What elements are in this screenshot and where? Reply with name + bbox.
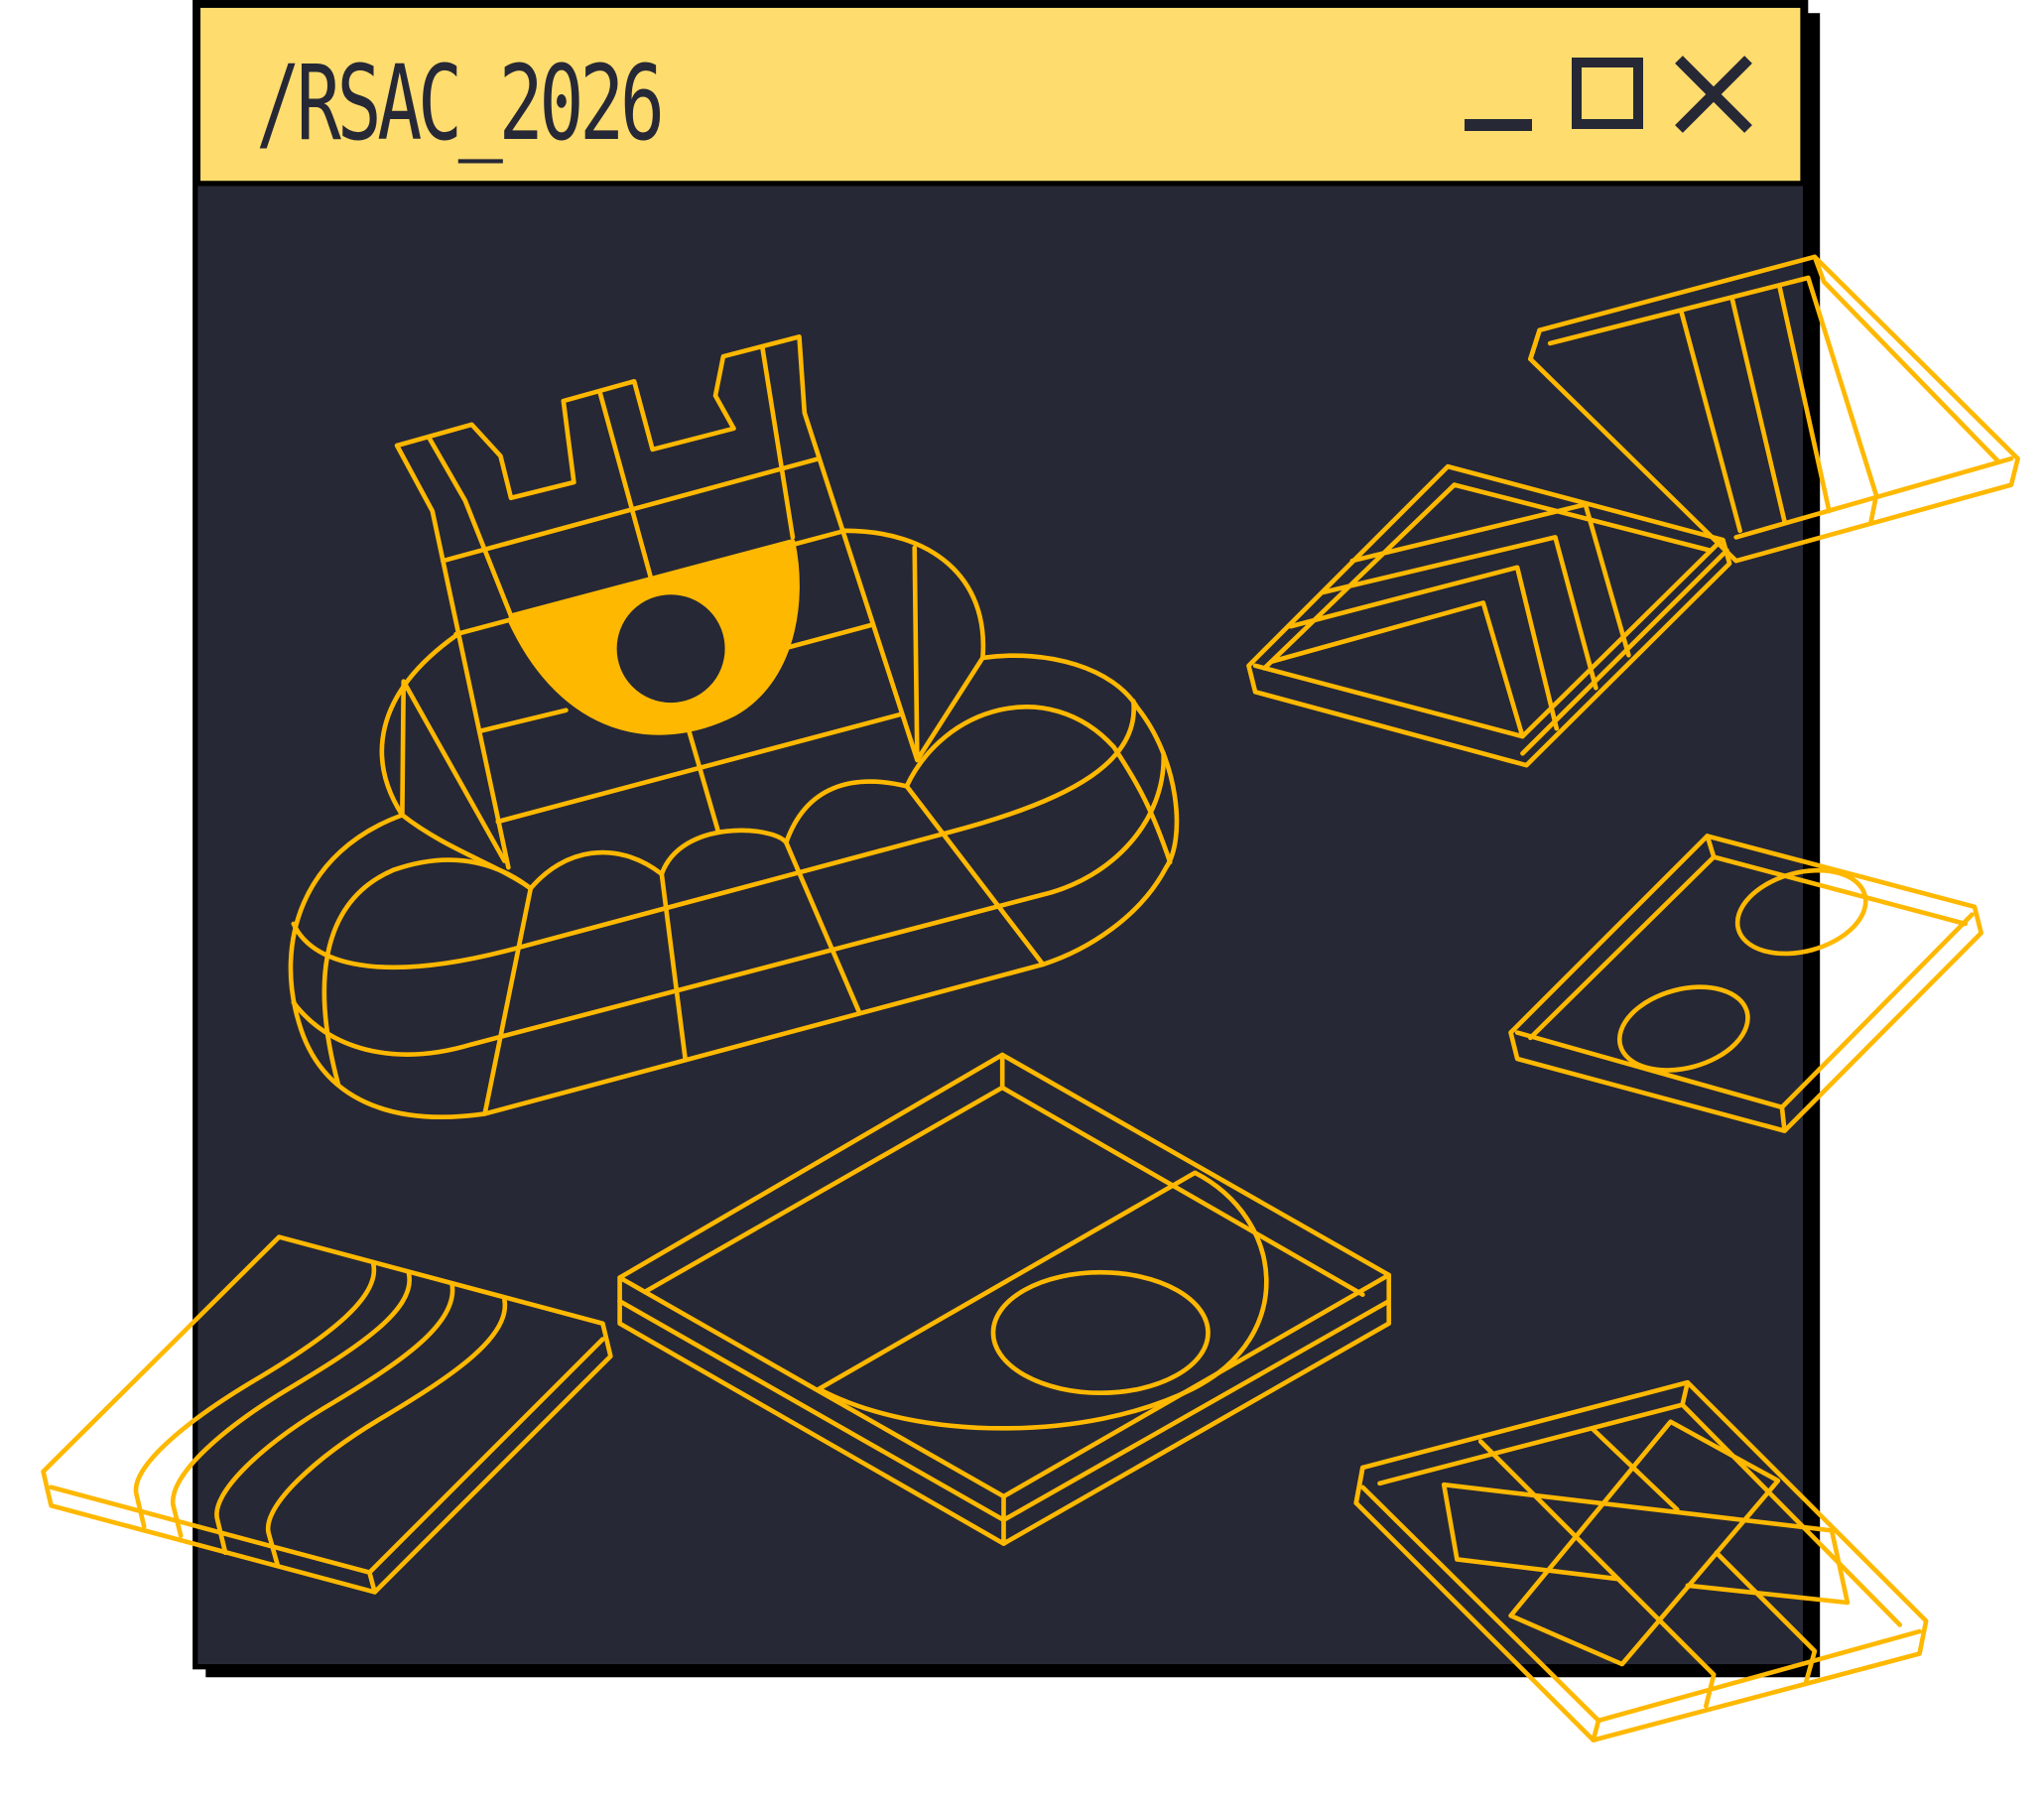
maximize-icon	[1572, 58, 1643, 129]
chevron-tile-graphic	[1528, 254, 2020, 564]
wave-tile-graphic	[41, 1234, 613, 1595]
title-bar	[194, 2, 1806, 187]
minimize-icon	[1465, 119, 1532, 131]
window-title: /RSAC_2026	[256, 43, 665, 164]
close-icon	[1675, 56, 1752, 133]
pyramid-tile-graphic	[1246, 463, 1732, 768]
disk-tile-graphic	[617, 1052, 1392, 1546]
window-body	[192, 0, 1809, 1670]
diamond-tile-graphic	[1353, 1379, 1929, 1742]
close-button[interactable]	[1673, 54, 1754, 135]
minimize-button[interactable]	[1463, 111, 1534, 139]
maximize-button[interactable]	[1572, 58, 1643, 129]
castle-cloud-graphic	[288, 334, 1180, 1119]
circles-tile-graphic	[1508, 834, 1983, 1133]
